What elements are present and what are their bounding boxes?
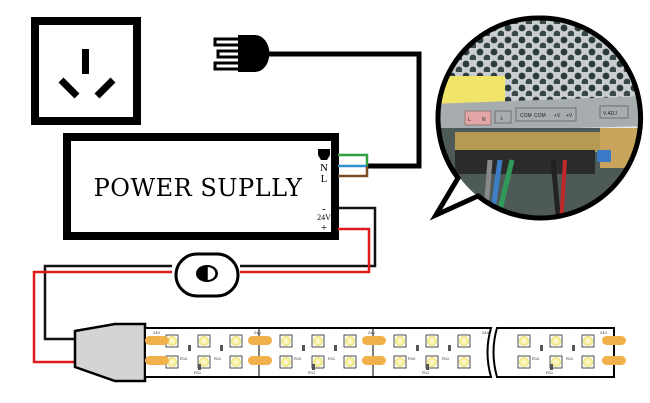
- voltage-label: 24V: [254, 330, 261, 335]
- led-emitter: [459, 336, 469, 346]
- inset-label-com2: COM: [534, 113, 546, 119]
- led-emitter: [199, 336, 209, 346]
- inset-label-earth: ⏚: [499, 115, 504, 122]
- resistor: [334, 345, 337, 351]
- strip-connector: [73, 322, 147, 383]
- led-emitter: [167, 336, 177, 346]
- led-emitter: [551, 357, 561, 367]
- earth-terminal-icon: [318, 149, 330, 160]
- led-emitter: [313, 336, 323, 346]
- solder-pad: [362, 356, 386, 365]
- resistor-label: R11: [308, 370, 316, 375]
- solder-pad: [602, 336, 626, 345]
- resistor-label: R11: [442, 356, 450, 361]
- resistor: [302, 345, 305, 351]
- led-emitter: [199, 357, 209, 367]
- terminal-n-label: N: [320, 162, 328, 174]
- solder-pad: [145, 356, 169, 365]
- inset-label-v2: +V: [566, 113, 573, 119]
- led-emitter: [313, 357, 323, 367]
- solder-pad: [602, 356, 626, 365]
- warning-label: [440, 76, 505, 106]
- mains-plug: [213, 35, 270, 72]
- resistor-label: R10: [408, 356, 416, 361]
- terminal-pos-label: +: [321, 222, 327, 234]
- switch: [174, 252, 240, 298]
- led-emitter: [231, 357, 241, 367]
- led-emitter: [167, 357, 177, 367]
- voltage-label: 24V: [482, 330, 489, 335]
- wire-negative: [240, 206, 377, 268]
- led-emitter: [427, 357, 437, 367]
- resistor-label: R11: [214, 356, 222, 361]
- led-emitter: [519, 357, 529, 367]
- resistor-label: R11: [566, 356, 574, 361]
- socket-right-slot: [94, 77, 116, 99]
- solder-pad: [248, 356, 272, 365]
- led-emitter: [281, 336, 291, 346]
- solder-pad: [248, 336, 272, 345]
- terminal-l-label: L: [321, 173, 328, 185]
- voltage-label: 24V: [368, 330, 375, 335]
- led-emitter: [395, 336, 405, 346]
- resistor-label: R11: [194, 370, 202, 375]
- led-emitter: [583, 336, 593, 346]
- wire-live: [338, 166, 369, 178]
- led-emitter: [583, 357, 593, 367]
- led-emitter: [395, 357, 405, 367]
- led-emitter: [281, 357, 291, 367]
- resistor: [426, 364, 429, 370]
- solder-pad: [362, 336, 386, 345]
- resistor-label: R10: [294, 356, 302, 361]
- led-emitter: [459, 357, 469, 367]
- resistor: [188, 345, 191, 351]
- voltage-label: 24V: [153, 330, 160, 335]
- wall-socket: [31, 17, 141, 125]
- led-emitter: [519, 336, 529, 346]
- inset-label-v1: +V: [554, 113, 561, 119]
- led-emitter: [231, 336, 241, 346]
- solder-pad: [145, 336, 169, 345]
- resistor-label: R11: [546, 370, 554, 375]
- resistor: [416, 345, 419, 351]
- wire-positive: [32, 270, 172, 364]
- resistor: [572, 345, 575, 351]
- resistor: [198, 364, 201, 370]
- led-emitter: [345, 336, 355, 346]
- voltage-label: 24V: [600, 330, 607, 335]
- inset-label-l: L: [468, 117, 471, 123]
- terminal-24v-label: 24V: [317, 213, 331, 222]
- resistor: [540, 345, 543, 351]
- wire-ground: [338, 153, 369, 166]
- socket-left-slot: [58, 77, 80, 99]
- led-emitter: [427, 336, 437, 346]
- power-supply: POWER SUPLLY N L - 24V +: [63, 133, 339, 240]
- resistor-label: R10: [532, 356, 540, 361]
- mains-cable: [266, 51, 422, 169]
- terminal-neg-label: -: [322, 203, 326, 215]
- power-supply-label: POWER SUPLLY: [94, 174, 303, 202]
- led-strip: R10R11R1124VR10R11R1124VR10R11R1124VR10R…: [144, 327, 626, 378]
- resistor-label: R11: [422, 370, 430, 375]
- led-emitter: [551, 336, 561, 346]
- resistor: [550, 364, 553, 370]
- led-emitter: [345, 357, 355, 367]
- resistor: [220, 345, 223, 351]
- inset-label-n: N: [482, 117, 486, 123]
- resistor: [312, 364, 315, 370]
- wire-positive: [240, 227, 371, 274]
- inset-label-vadj: V ADJ: [603, 111, 617, 117]
- photo-inset: L N ⏚ COM COM +V +V V ADJ: [429, 15, 644, 221]
- resistor: [448, 345, 451, 351]
- wire-negative: [43, 264, 172, 341]
- socket-earth-slot: [82, 49, 89, 74]
- speech-bubble-outline: [429, 15, 644, 221]
- inset-label-com1: COM: [520, 113, 532, 119]
- resistor-label: R10: [180, 356, 188, 361]
- resistor-label: R11: [328, 356, 336, 361]
